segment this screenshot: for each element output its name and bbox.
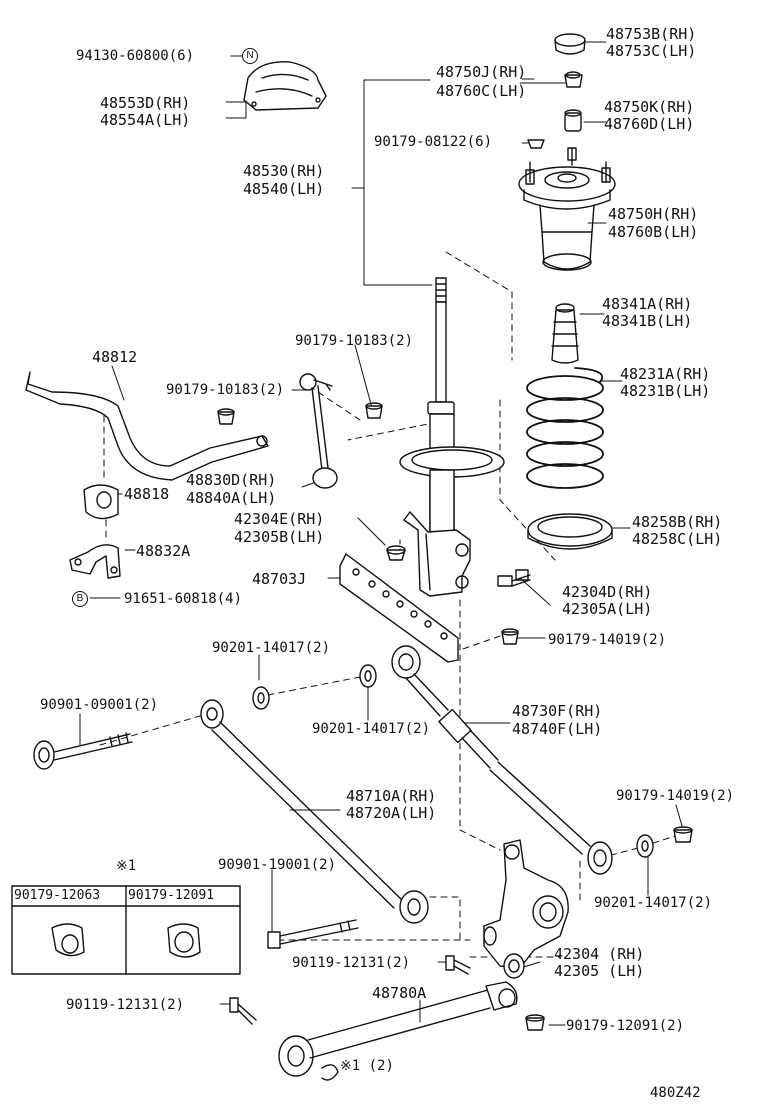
- label-90119-12131-b: 90119-12131(2): [66, 997, 185, 1013]
- label-48553d: 48553D(RH): [100, 94, 191, 112]
- callout-b-marker: B: [72, 591, 88, 607]
- ref-box-mark: ※1: [116, 858, 137, 874]
- label-90119-12131-a: 90119-12131(2): [292, 955, 411, 971]
- ref-box-left-header: 90179-12063: [14, 888, 101, 903]
- label-48840a: 48840A(LH): [186, 489, 277, 507]
- label-90179-14019-a: 90179-14019(2): [548, 632, 667, 648]
- label-42304: 42304 (RH): [554, 945, 645, 963]
- callout-n-marker: N: [242, 48, 258, 64]
- label-48554a: 48554A(LH): [100, 111, 191, 129]
- label-90179-10183-upper: 90179-10183(2): [295, 333, 414, 349]
- label-90179-12091: 90179-12091(2): [566, 1018, 685, 1034]
- label-42304e: 42304E(RH): [234, 510, 325, 528]
- label-90179-08122: 90179-08122(6): [374, 134, 493, 150]
- label-48341b: 48341B(LH): [602, 312, 693, 330]
- label-48830d: 48830D(RH): [186, 471, 277, 489]
- label-48780a: 48780A: [372, 984, 427, 1002]
- label-90901-19001: 90901-19001(2): [218, 857, 337, 873]
- label-94130-60800: 94130-60800(6): [76, 48, 195, 64]
- label-48753b: 48753B(RH): [606, 25, 697, 43]
- label-48740f: 48740F(LH): [512, 720, 603, 738]
- label-48750h: 48750H(RH): [608, 205, 699, 223]
- label-48703j: 48703J: [252, 570, 307, 588]
- label-48750j: 48750J(RH): [436, 63, 527, 81]
- label-48720a: 48720A(LH): [346, 804, 437, 822]
- label-42304d: 42304D(RH): [562, 583, 653, 601]
- label-48341a: 48341A(RH): [602, 295, 693, 313]
- label-91651-60818: 91651-60818(4): [124, 591, 243, 607]
- ref-box-right-header: 90179-12091: [128, 888, 215, 903]
- label-90901-09001: 90901-09001(2): [40, 697, 159, 713]
- diagram-code: 480Z42: [650, 1085, 701, 1101]
- ref-mark-qty: ※1 (2): [340, 1058, 394, 1074]
- label-90201-14017-b: 90201-14017(2): [312, 721, 431, 737]
- label-48710a: 48710A(RH): [346, 787, 437, 805]
- label-90179-14019-b: 90179-14019(2): [616, 788, 735, 804]
- label-42305: 42305 (LH): [554, 962, 645, 980]
- label-42305a: 42305A(LH): [562, 600, 653, 618]
- label-48760c: 48760C(LH): [436, 82, 527, 100]
- label-42305b: 42305B(LH): [234, 528, 325, 546]
- label-48530: 48530(RH): [243, 162, 325, 180]
- label-48812: 48812: [92, 348, 138, 366]
- label-48832a: 48832A: [136, 542, 191, 560]
- label-48231a: 48231A(RH): [620, 365, 711, 383]
- label-48818: 48818: [124, 485, 170, 503]
- label-48258b: 48258B(RH): [632, 513, 723, 531]
- label-48258c: 48258C(LH): [632, 530, 723, 548]
- label-48231b: 48231B(LH): [620, 382, 711, 400]
- label-90201-14017-a: 90201-14017(2): [212, 640, 331, 656]
- label-48760d: 48760D(LH): [604, 115, 695, 133]
- label-48730f: 48730F(RH): [512, 702, 603, 720]
- label-90201-14017-c: 90201-14017(2): [594, 895, 713, 911]
- label-48750k: 48750K(RH): [604, 98, 695, 116]
- label-48540: 48540(LH): [243, 180, 325, 198]
- label-48760b: 48760B(LH): [608, 223, 699, 241]
- label-48753c: 48753C(LH): [606, 42, 697, 60]
- label-90179-10183-lower: 90179-10183(2): [166, 382, 285, 398]
